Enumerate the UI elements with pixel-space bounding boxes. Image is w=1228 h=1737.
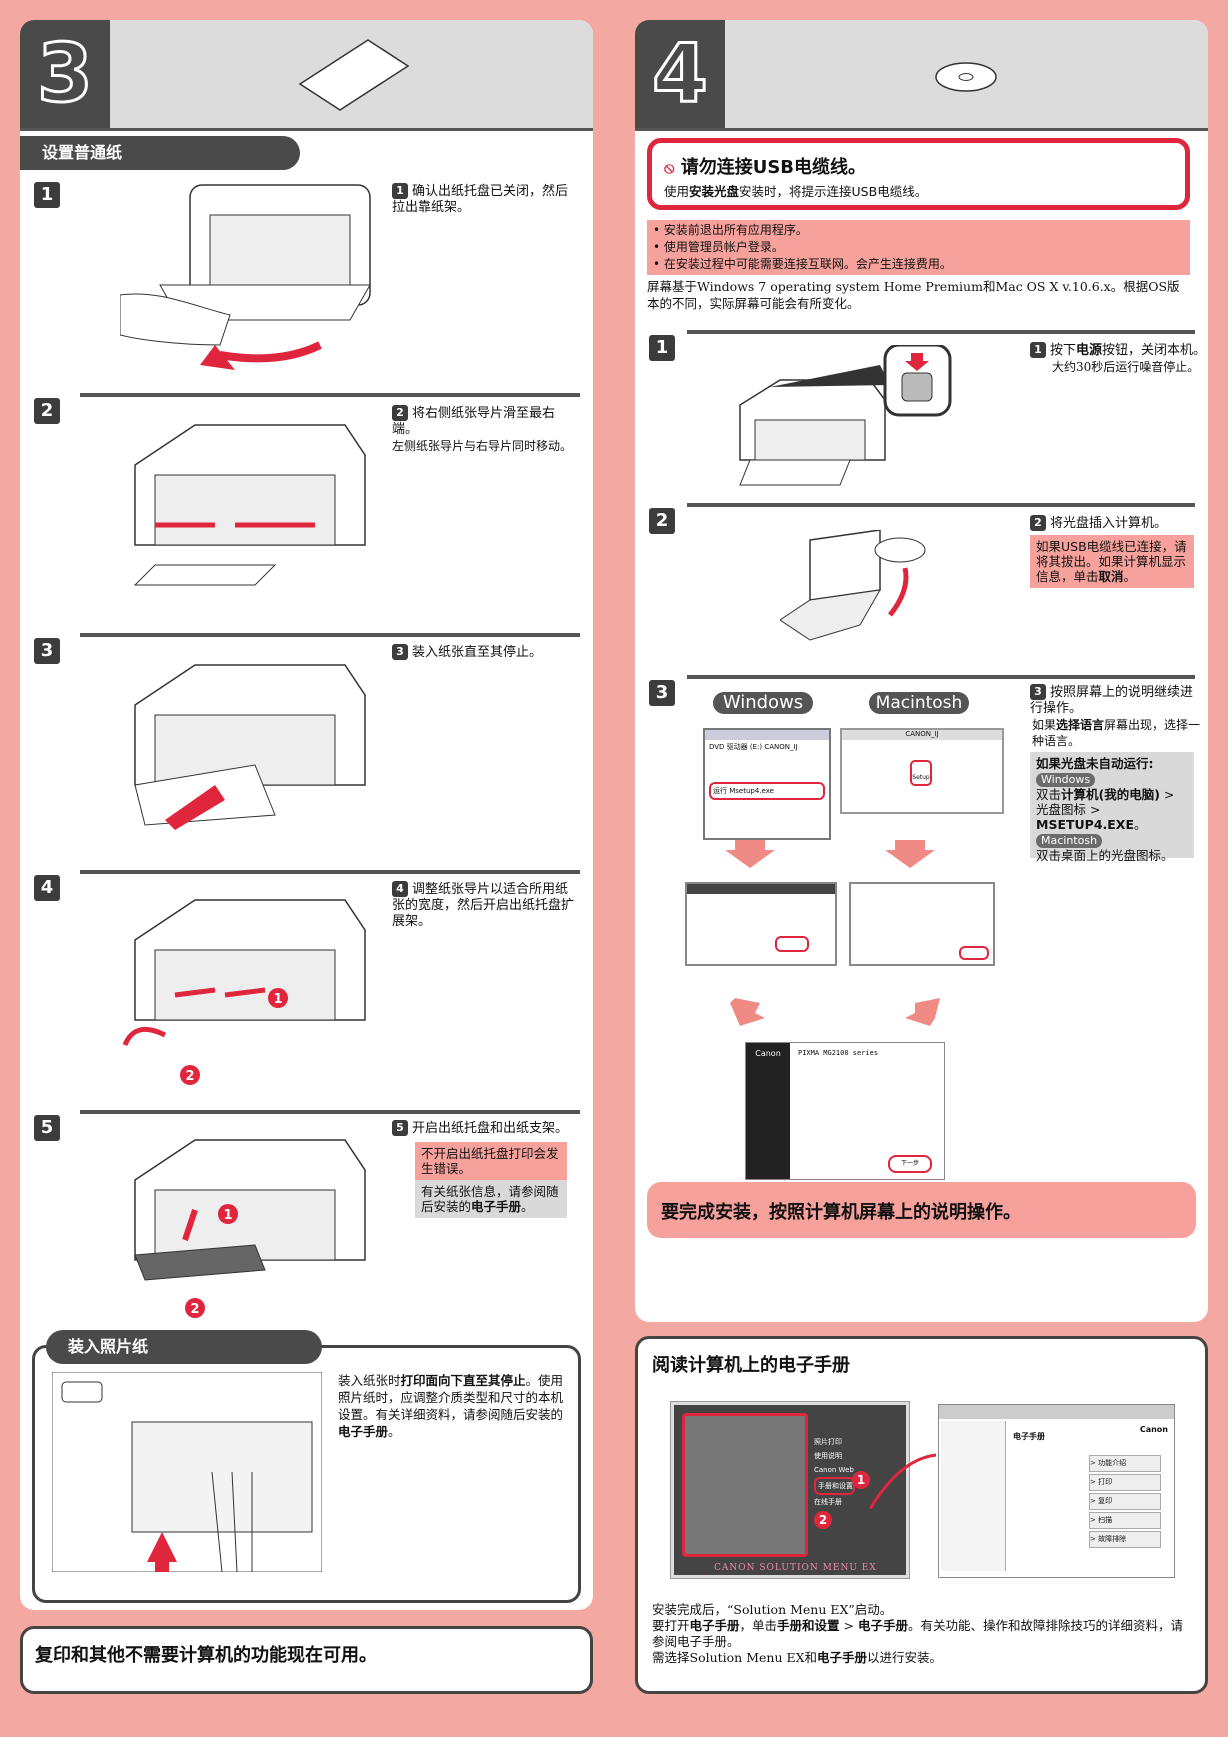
step4-header: 4: [635, 20, 1208, 131]
substep-3-badge: 3: [34, 638, 60, 664]
manual-button[interactable]: > 扫描: [1089, 1512, 1161, 1529]
substep-1-badge: 1: [34, 182, 60, 208]
windows-autoplay-window: DVD 驱动器 (E:) CANON_IJ 运行 Msetup4.exe: [703, 728, 831, 840]
manual-link-arrow: [870, 1453, 937, 1509]
printer-load-illustration: [134, 664, 366, 830]
manual-button[interactable]: > 打印: [1089, 1474, 1161, 1491]
finish-install-banner: 要完成安装，按照计算机屏幕上的说明操作。: [647, 1182, 1196, 1238]
step4-number: 4: [635, 20, 725, 128]
manual-button[interactable]: > 复印: [1089, 1493, 1161, 1510]
flow-arrows-1: [725, 840, 935, 868]
manual-settings-menu-item[interactable]: 手册和设置: [814, 1477, 855, 1495]
substep-5-badge: 5: [34, 1115, 60, 1141]
manual-panel: 阅读计算机上的电子手册 照片打印 使用说明 Canon Web 手册和设置 在线…: [635, 1336, 1208, 1694]
no-entry-icon: ⦸: [664, 158, 675, 177]
step4-panel: 4 ⦸ 请勿连接USB电缆线。 使用安装光盘安装时，将提示连接USB电缆线。 •…: [635, 20, 1208, 1322]
divider-5: [80, 1110, 580, 1114]
printer-tray-illustration: [120, 184, 371, 370]
step3-header: 3: [20, 20, 593, 131]
e-manual-screenshot: 电子手册 Canon > 功能介绍 > 打印 > 复印 > 扫描 > 故障排除: [938, 1404, 1175, 1578]
svg-text:1: 1: [273, 992, 282, 1007]
mac-auth-dialog: [849, 882, 995, 966]
divider-s4-2: [687, 503, 1195, 507]
printer-power-illustration: [739, 345, 952, 486]
manual-note: 有关纸张信息，请参阅随后安装的电子手册。: [415, 1180, 567, 1218]
windows-column-label: Windows: [713, 692, 813, 714]
error-note: 不开启出纸托盘打印会发生错误。: [415, 1142, 567, 1180]
manual-button[interactable]: > 故障排除: [1089, 1531, 1161, 1548]
divider-s4-3: [687, 675, 1195, 679]
preinstall-bullets: • 安装前退出所有应用程序。 • 使用管理员帐户登录。 • 在安装过程中可能需要…: [647, 220, 1190, 275]
paper-sheet-icon: [298, 39, 410, 111]
uac-yes-button[interactable]: [775, 936, 809, 952]
svg-text:2: 2: [185, 1069, 194, 1084]
photo-paper-illustration: [52, 1372, 322, 1572]
solution-menu-screenshot: 照片打印 使用说明 Canon Web 手册和设置 在线手册 CANON SOL…: [671, 1402, 909, 1578]
manual-title: 阅读计算机上的电子手册: [652, 1355, 850, 1376]
cd-disc-icon: [935, 62, 997, 92]
run-msetup-option[interactable]: 运行 Msetup4.exe: [709, 782, 825, 800]
bullet-item: • 安装前退出所有应用程序。: [653, 223, 808, 237]
divider-4: [80, 870, 580, 874]
installer-next-button[interactable]: 下一步: [888, 1155, 932, 1173]
svg-text:2: 2: [190, 1302, 199, 1317]
s4-substep-3-badge: 3: [649, 680, 675, 706]
divider-s4-1: [687, 330, 1195, 334]
windows-uac-dialog: [685, 882, 837, 966]
usb-unplug-note: 如果USB电缆线已连接，请将其拔出。如果计算机显示信息，单击取消。: [1030, 535, 1194, 588]
substep-4-badge: 4: [34, 875, 60, 901]
usb-warning-text: 使用安装光盘安装时，将提示连接USB电缆线。: [664, 184, 928, 199]
printer-extension-illustration: 1 2: [122, 899, 366, 1085]
flow-arrows-2: [730, 998, 940, 1026]
s4-substep-2-badge: 2: [649, 508, 675, 534]
divider-3: [80, 633, 580, 637]
usb-warning-title: 请勿连接USB电缆线。: [680, 157, 867, 178]
setup-icon[interactable]: Setup: [910, 760, 932, 786]
bullet-item: • 使用管理员帐户登录。: [653, 240, 784, 254]
copy-available-box: 复印和其他不需要计算机的功能现在可用。: [20, 1626, 593, 1694]
laptop-cd-illustration: [780, 530, 926, 641]
section-title-plain-paper: 设置普通纸: [20, 136, 300, 170]
printer-guide-illustration: [133, 424, 366, 586]
substep-2-badge: 2: [34, 398, 60, 424]
mac-column-label: Macintosh: [869, 692, 969, 714]
os-note: 屏幕基于Windows 7 operating system Home Prem…: [647, 279, 1180, 311]
manual-button[interactable]: > 功能介绍: [1089, 1455, 1161, 1472]
printer-output-tray-illustration: 1 2: [134, 1139, 366, 1318]
bullet-item: • 在安装过程中可能需要连接互联网。会产生连接费用。: [653, 257, 952, 271]
autorun-note: 如果光盘未自动运行: Windows 双击计算机(我的电脑) > 光盘图标 > …: [1030, 752, 1194, 863]
section-title-photo-paper: 装入照片纸: [46, 1330, 322, 1364]
copy-available-text: 复印和其他不需要计算机的功能现在可用。: [35, 1645, 377, 1666]
photo-paper-text: 装入纸张时打印面向下直至其停止。使用照片纸时，应调整介质类型和尺寸的本机设置。有…: [338, 1373, 564, 1439]
step3-number: 3: [20, 20, 110, 128]
manual-instructions: 安装完成后，“Solution Menu EX”启动。 要打开电子手册，单击手册…: [652, 1602, 1184, 1665]
svg-text:1: 1: [223, 1208, 232, 1223]
mac-ok-button[interactable]: [959, 946, 989, 960]
menu-photo-area: [682, 1413, 808, 1557]
s4-substep-1-badge: 1: [649, 335, 675, 361]
divider-2: [80, 393, 580, 397]
mac-finder-window: CANON_IJ Setup: [840, 728, 1004, 814]
installer-window: Canon PIXMA MG2100 series 下一步: [745, 1042, 945, 1180]
usb-warning-box: ⦸ 请勿连接USB电缆线。 使用安装光盘安装时，将提示连接USB电缆线。: [647, 138, 1190, 210]
